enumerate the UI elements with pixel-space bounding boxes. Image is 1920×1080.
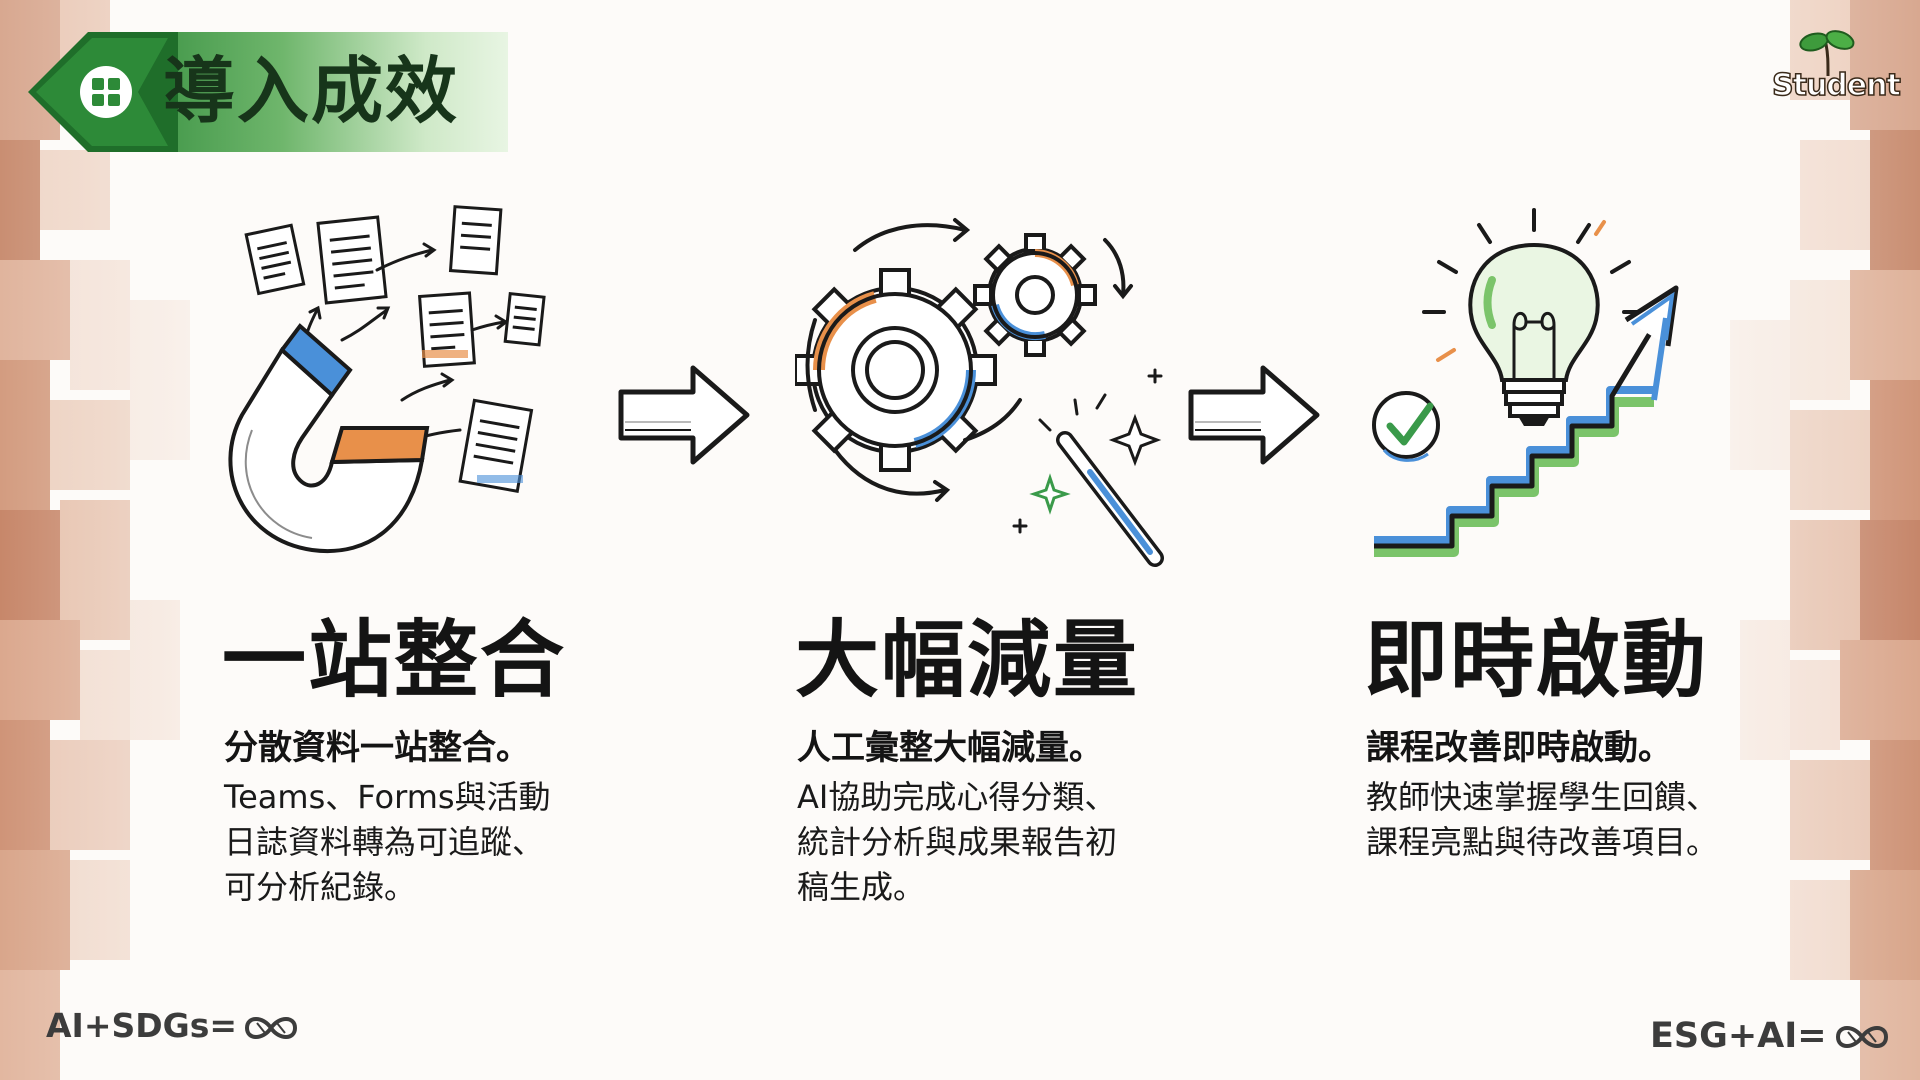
right-fade-overlay: [1620, 0, 1920, 1080]
description-line: 統計分析與成果報告初: [797, 823, 1118, 861]
right-arrow-icon: [1188, 365, 1320, 465]
page-title: 導入成效: [163, 48, 460, 133]
description-line: AI協助完成心得分類、: [797, 778, 1117, 816]
description-line: 日誌資料轉為可追蹤、: [224, 823, 545, 861]
infinity-icon: [245, 1016, 298, 1039]
footer-left-slogan: AI+SDGs=: [46, 1006, 301, 1045]
description-line: 可分析紀錄。: [224, 868, 417, 906]
column-heading: 即時啟動: [1364, 611, 1709, 709]
footer-left-text: AI+SDGs=: [46, 1006, 238, 1045]
footer-right-text: ESG+AI=: [1650, 1016, 1827, 1056]
student-logo: Student: [1770, 28, 1902, 108]
column-subtitle: 人工彙整大幅減量。: [797, 728, 1103, 768]
column-description: AI協助完成心得分類、 統計分析與成果報告初 稿生成。: [797, 775, 1217, 910]
column-heading: 大幅減量: [795, 611, 1140, 709]
column-heading: 一站整合: [222, 611, 567, 709]
description-line: 稿生成。: [797, 868, 926, 906]
footer-right-slogan: ESG+AI=: [1650, 1016, 1893, 1056]
magnet-documents-icon: [228, 205, 546, 554]
title-banner: 導入成效: [28, 30, 510, 154]
column-subtitle: 課程改善即時啟動。: [1366, 728, 1672, 768]
infinity-icon: [1835, 1026, 1888, 1048]
description-line: 教師快速掌握學生回饋、: [1366, 778, 1719, 816]
sprout-icon: [1799, 30, 1855, 77]
column-description: Teams、Forms與活動 日誌資料轉為可追蹤、 可分析紀錄。: [224, 775, 644, 910]
column-subtitle: 分散資料一站整合。: [224, 728, 530, 768]
logo-text: Student: [1771, 67, 1901, 104]
left-fade-overlay: [0, 0, 300, 1080]
right-arrow-icon: [618, 365, 750, 465]
gears-magic-wand-icon: [795, 218, 1164, 567]
description-line: 課程亮點與待改善項目。: [1366, 823, 1719, 861]
banner-badge-icon: [28, 32, 178, 152]
column-description: 教師快速掌握學生回饋、 課程亮點與待改善項目。: [1366, 775, 1786, 865]
description-line: Teams、Forms與活動: [224, 778, 551, 816]
lightbulb-growth-icon: [1372, 208, 1679, 557]
